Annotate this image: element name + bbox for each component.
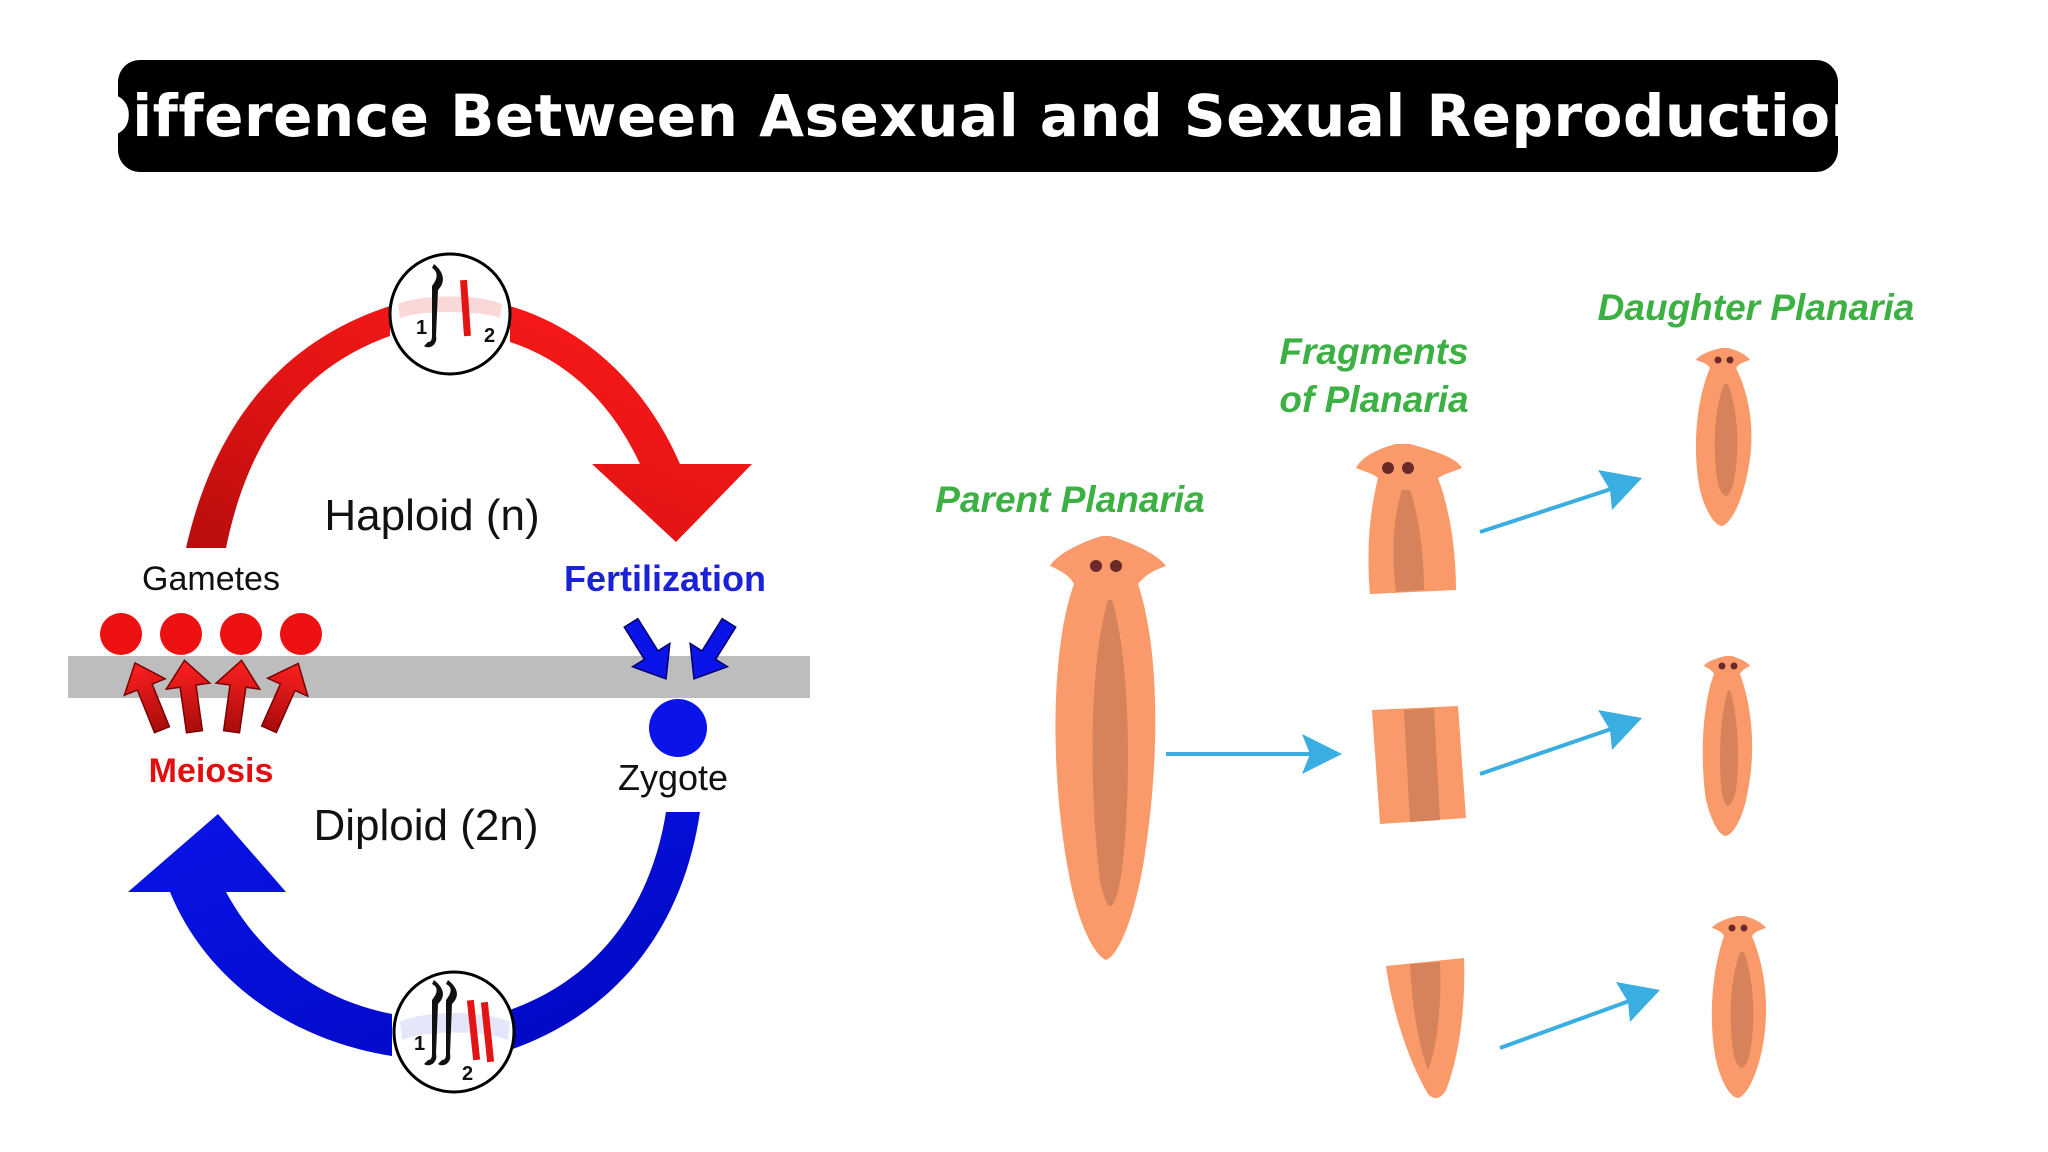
parent-planaria [1050, 536, 1166, 960]
parent-planaria-label: Parent Planaria [935, 479, 1204, 520]
zygote-label: Zygote [618, 757, 728, 798]
arrow-head-to-daughter [1479, 470, 1642, 534]
gamete-2 [160, 613, 202, 655]
haploid-chromosome-label-2: 2 [484, 325, 495, 347]
diploid-label: Diploid (2n) [314, 801, 539, 850]
meiosis-arrow-3 [214, 659, 262, 734]
zygote [649, 699, 707, 757]
meiosis-arrow-4 [260, 662, 309, 734]
fragments-label-line2: of Planaria [1279, 379, 1468, 420]
gamete-3 [220, 613, 262, 655]
title-banner: Difference Between Asexual and Sexual Re… [84, 60, 1872, 172]
diploid-cell: 1 2 [392, 970, 516, 1094]
meiosis-arrow-1 [123, 661, 171, 734]
gametes [100, 613, 322, 655]
fragment-head [1356, 444, 1462, 594]
daughter-planaria-3 [1711, 916, 1767, 1098]
diploid-chromosome-label-2: 2 [462, 1063, 473, 1085]
daughter-planaria-2 [1702, 656, 1753, 836]
diploid-chromosome-label-1: 1 [414, 1033, 425, 1055]
diploid-cycle-arrow [128, 812, 700, 1056]
fertilization-arrow-right [689, 617, 737, 680]
gametes-label: Gametes [142, 560, 280, 598]
meiosis-arrows [123, 659, 309, 734]
fragmentation-arrows [1166, 470, 1660, 1050]
fragment-tail [1386, 958, 1465, 1099]
sexual-cycle: 1 2 1 2 [68, 252, 810, 1094]
haploid-cycle-arrow [186, 306, 752, 548]
fragments-label-line1: Fragments [1279, 331, 1468, 372]
page-title: Difference Between Asexual and Sexual Re… [83, 82, 1873, 150]
arrow-tail-to-daughter [1499, 982, 1660, 1050]
arrow-middle-to-daughter [1479, 710, 1642, 776]
haploid-label: Haploid (n) [324, 491, 539, 540]
meiosis-label: Meiosis [149, 752, 274, 790]
fertilization-arrows [623, 617, 737, 680]
asexual-fragmentation: Parent Planaria Fragments of Planaria Da… [935, 287, 1915, 1099]
fertilization-label: Fertilization [564, 558, 766, 599]
gamete-4 [280, 613, 322, 655]
meiosis-arrow-2 [164, 659, 212, 734]
fertilization-arrow-left [623, 617, 671, 680]
haploid-chromosome-label-1: 1 [416, 317, 427, 339]
daughter-planaria-1 [1695, 348, 1752, 526]
daughter-planaria-label: Daughter Planaria [1598, 287, 1915, 328]
arrow-parent-to-middle [1166, 734, 1342, 774]
gamete-1 [100, 613, 142, 655]
haploid-cell: 1 2 [388, 252, 512, 376]
fragment-middle [1372, 706, 1466, 824]
